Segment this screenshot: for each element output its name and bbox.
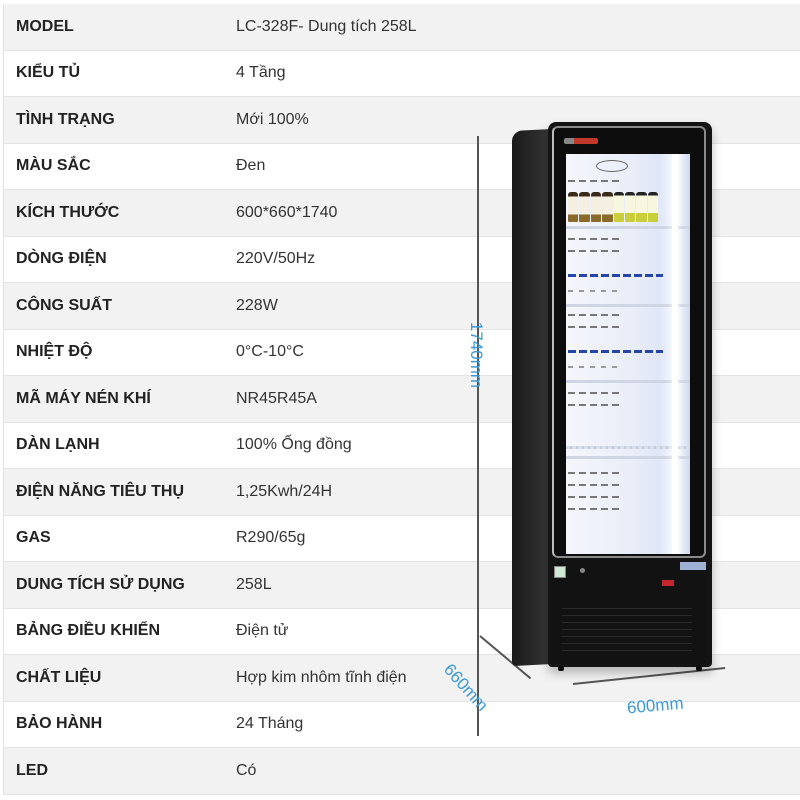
spec-value: Hợp kim nhôm tĩnh điện [236,668,407,686]
spec-label: DÒNG ĐIỆN [16,250,107,268]
spec-row-warranty: BẢO HÀNH 24 Tháng [4,701,800,748]
spec-value: 4 Tầng [236,64,286,82]
spec-row-compressor: MÃ MÁY NÉN KHÍ NR45R45A [4,376,800,423]
spec-row-cabinet-type: KIỂU TỦ 4 Tầng [4,50,800,97]
spec-row-model: MODEL LC-328F- Dung tích 258L [4,4,800,51]
spec-label: CHẤT LIỆU [16,668,102,686]
spec-row-evaporator: DÀN LẠNH 100% Ống đồng [4,422,800,469]
spec-label: CÔNG SUẤT [16,296,112,314]
spec-value: 0°C-10°C [236,343,304,361]
spec-label: DUNG TÍCH SỬ DỤNG [16,575,185,593]
spec-row-led: LED Có [4,748,800,795]
spec-value: Điện tử [236,622,289,640]
spec-label: MÃ MÁY NÉN KHÍ [16,389,151,407]
spec-label: GAS [16,529,51,547]
spec-row-energy-consumption: ĐIỆN NĂNG TIÊU THỤ 1,25Kwh/24H [4,469,800,516]
spec-label: KÍCH THƯỚC [16,203,120,221]
spec-table: MODEL LC-328F- Dung tích 258L KIỂU TỦ 4 … [3,4,800,795]
spec-value: 220V/50Hz [236,250,316,268]
spec-row-power-supply: DÒNG ĐIỆN 220V/50Hz [4,236,800,283]
spec-row-power: CÔNG SUẤT 228W [4,283,800,330]
spec-row-condition: TÌNH TRẠNG Mới 100% [4,97,800,144]
spec-label: DÀN LẠNH [16,436,100,454]
spec-value: 100% Ống đồng [236,436,352,454]
spec-value: NR45R45A [236,389,317,407]
spec-row-control-panel: BẢNG ĐIỀU KHIỂN Điện tử [4,608,800,655]
spec-value: 258L [236,575,272,593]
spec-label: KIỂU TỦ [16,64,80,82]
spec-value: R290/65g [236,529,306,547]
spec-row-gas: GAS R290/65g [4,515,800,562]
spec-value: 24 Tháng [236,715,304,733]
spec-value: 228W [236,296,278,314]
spec-value: 600*660*1740 [236,203,338,221]
spec-value: LC-328F- Dung tích 258L [236,17,417,35]
spec-label: MODEL [16,17,74,35]
spec-row-material: CHẤT LIỆU Hợp kim nhôm tĩnh điện [4,655,800,702]
spec-value: 1,25Kwh/24H [236,482,333,500]
spec-label: NHIỆT ĐỘ [16,343,93,361]
spec-row-color: MÀU SẮC Đen [4,143,800,190]
spec-value: Có [236,761,257,779]
spec-label: TÌNH TRẠNG [16,110,115,128]
spec-label: BẢNG ĐIỀU KHIỂN [16,622,161,640]
spec-label: ĐIỆN NĂNG TIÊU THỤ [16,482,184,500]
spec-label: MÀU SẮC [16,157,91,175]
spec-label: BẢO HÀNH [16,715,103,733]
spec-value: Đen [236,157,266,175]
spec-value: Mới 100% [236,110,309,128]
spec-row-temperature: NHIỆT ĐỘ 0°C-10°C [4,329,800,376]
spec-label: LED [16,761,48,779]
spec-row-capacity: DUNG TÍCH SỬ DỤNG 258L [4,562,800,609]
spec-row-dimensions: KÍCH THƯỚC 600*660*1740 [4,190,800,237]
